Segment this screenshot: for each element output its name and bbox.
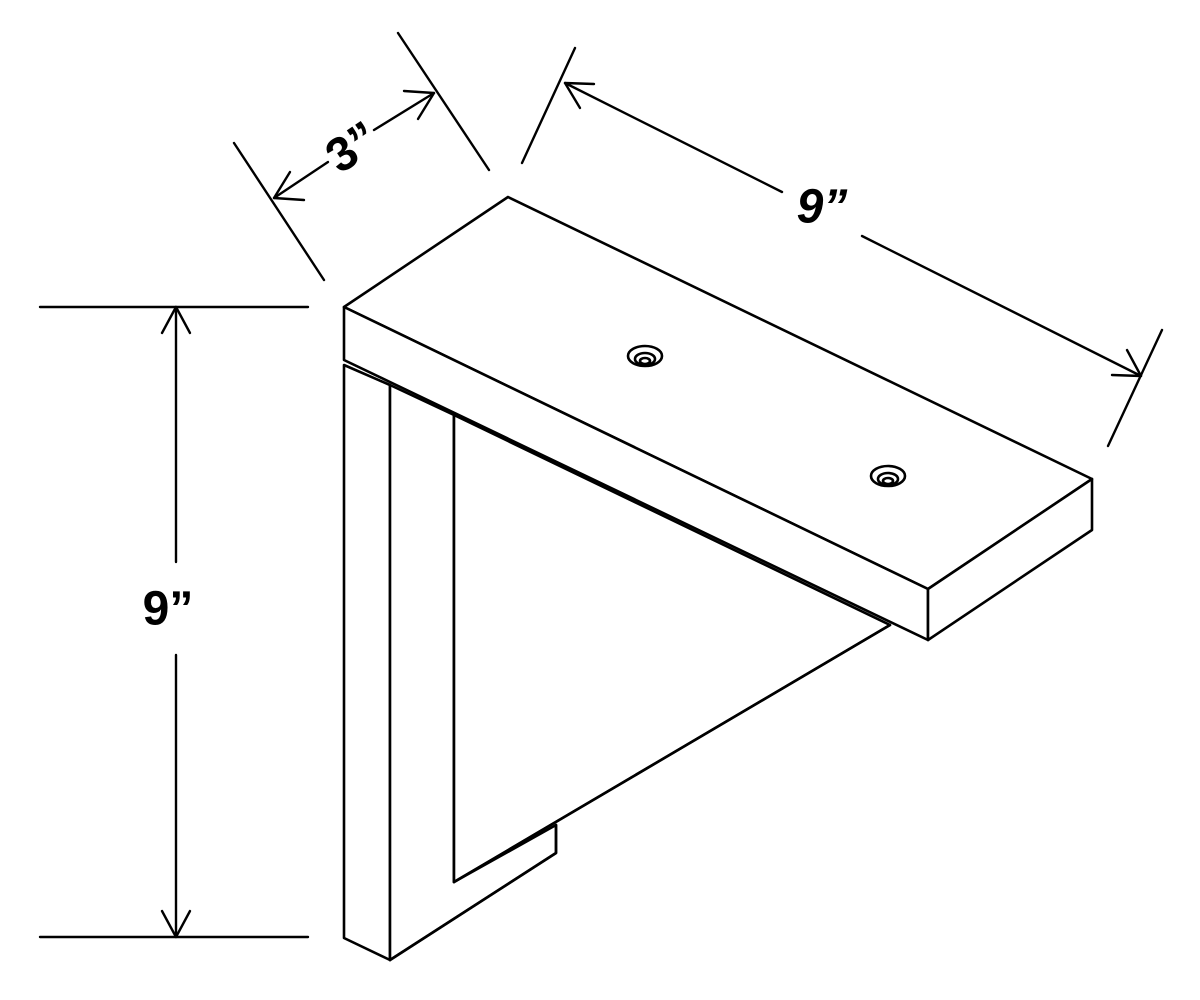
depth-arrow-right (402, 89, 436, 121)
length-extension-line-right (1106, 328, 1164, 448)
upright-front-face (342, 363, 392, 962)
depth-label: 3” (317, 112, 389, 184)
length-extension-line-left (520, 46, 577, 165)
length-dimension-line-upper (563, 81, 784, 194)
plate-end-face (926, 477, 1094, 642)
length-arrow-left (563, 81, 596, 110)
depth-dimension-line-upper (372, 91, 436, 132)
depth-extension-line-right (396, 31, 491, 172)
length-label: 9” (797, 181, 848, 234)
brace-foot-step (388, 823, 558, 962)
length-dimension: 9” (520, 46, 1164, 448)
height-label: 9” (143, 583, 194, 636)
depth-dimension-line-lower (272, 160, 330, 200)
screw-hole-1 (626, 344, 664, 368)
height-dimension: 9” (38, 305, 310, 939)
brace-diagonal-edge (452, 623, 892, 884)
length-dimension-line-lower (860, 234, 1143, 378)
height-arrow-top (160, 305, 192, 335)
height-arrow-bottom (160, 909, 192, 939)
screw-hole-2 (869, 464, 907, 488)
depth-extension-line-left (232, 141, 326, 282)
diagonal-brace (388, 413, 892, 962)
depth-arrow-left (272, 170, 306, 202)
length-arrow-right (1110, 348, 1143, 378)
top-plate (342, 195, 1094, 642)
